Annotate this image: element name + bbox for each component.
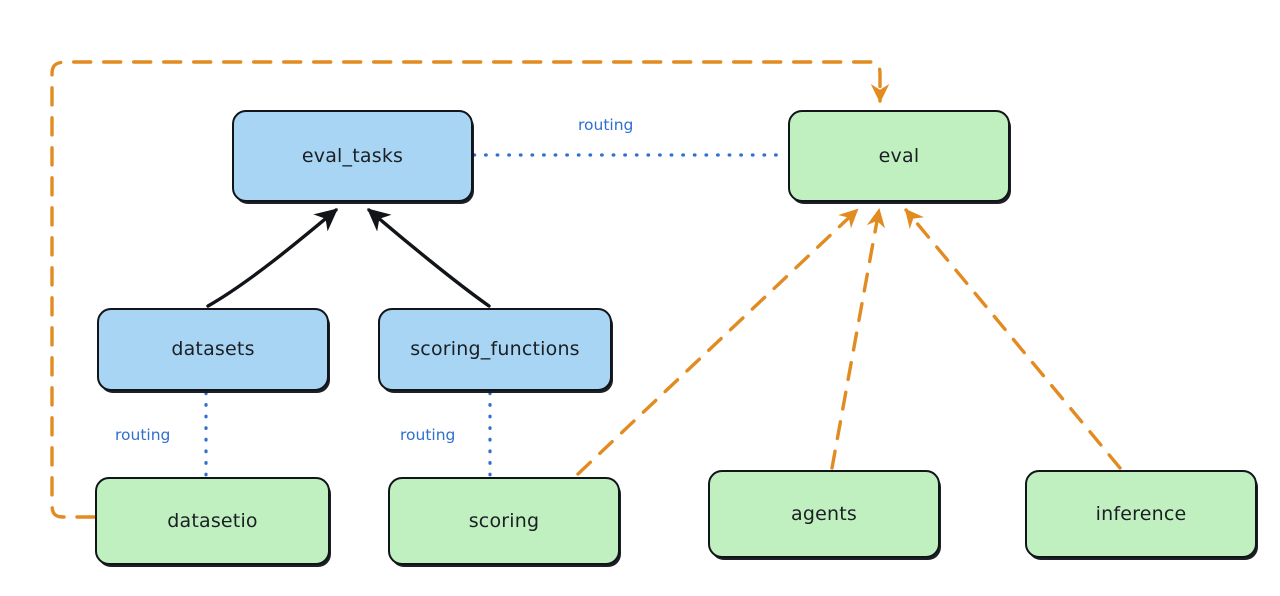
node-eval[interactable]: eval [788,110,1010,202]
node-label: agents [791,502,857,525]
node-label: datasets [171,338,255,360]
node-eval-tasks[interactable]: eval_tasks [232,110,473,202]
node-inference[interactable]: inference [1025,470,1257,558]
edge-label-routing-datasets-datasetio: routing [115,426,171,444]
edge-scoring-to-eval [576,208,859,476]
node-scoring-functions[interactable]: scoring_functions [378,308,612,391]
node-agents[interactable]: agents [708,470,940,558]
edge-label-routing-eval-tasks-eval: routing [578,116,634,134]
node-label: scoring [468,509,540,532]
edge-scoring_functions-to-eval_tasks [367,208,491,308]
node-label: eval_tasks [301,144,404,167]
node-label: eval [878,144,920,167]
edge-datasets-to-eval_tasks [206,208,338,308]
node-label: datasetio [167,509,258,532]
edge-agents-to-eval [830,208,886,470]
node-datasets[interactable]: datasets [97,308,329,391]
node-scoring[interactable]: scoring [388,477,620,565]
node-label: inference [1095,502,1187,525]
node-label: scoring_functions [410,338,580,360]
node-datasetio[interactable]: datasetio [95,477,330,565]
edge-inference-to-eval [904,208,1122,470]
edge-label-routing-scoring-functions-scoring: routing [400,426,456,444]
